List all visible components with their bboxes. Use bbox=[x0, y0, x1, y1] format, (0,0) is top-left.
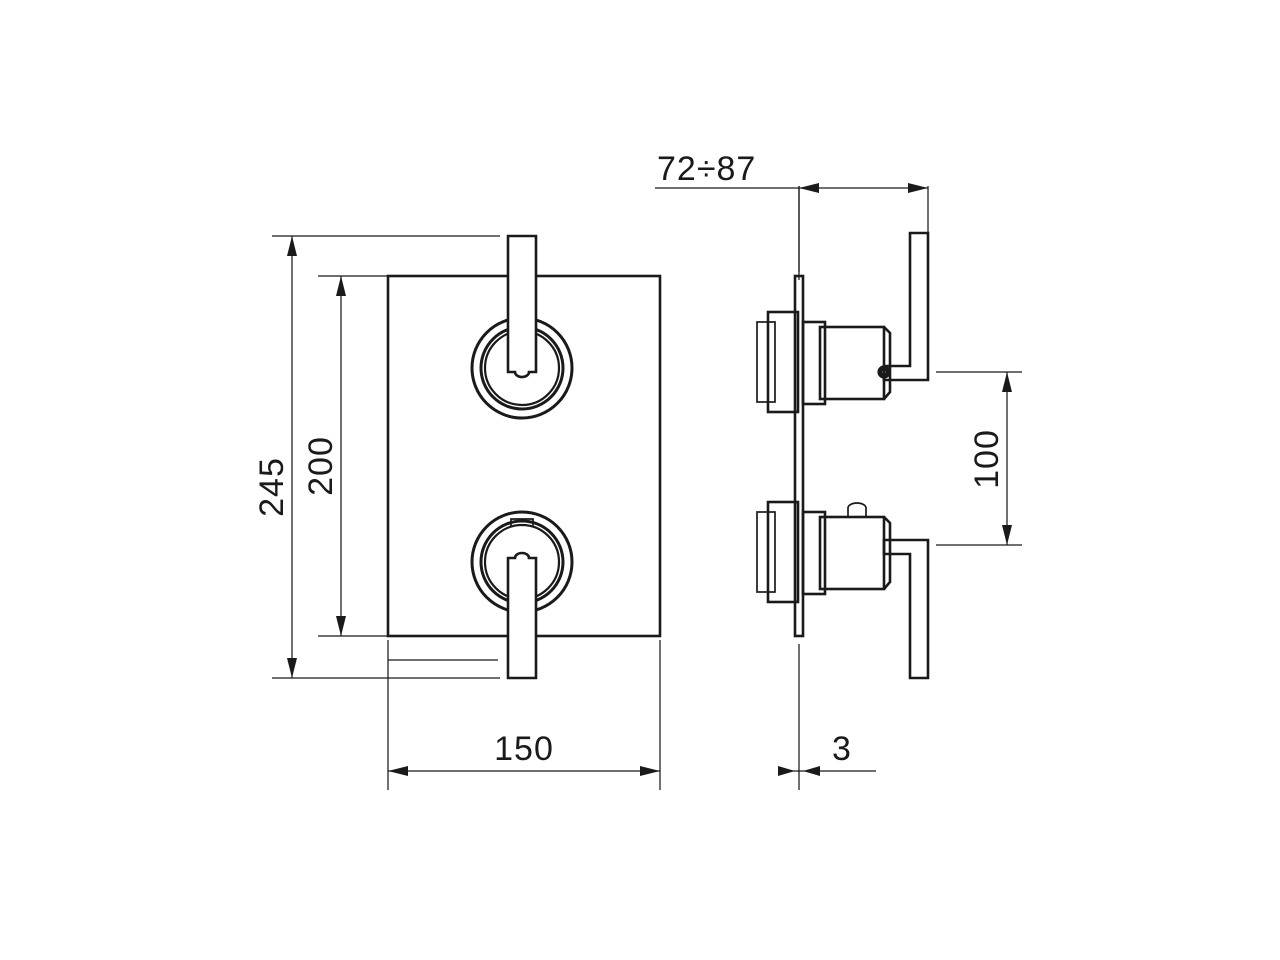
upper-valve-body bbox=[756, 310, 892, 414]
upper-lever-handle-side[interactable] bbox=[882, 231, 930, 382]
side-view: 72÷87 100 3 bbox=[655, 150, 1022, 790]
front-view: 245 200 150 bbox=[253, 234, 662, 790]
dimension-245-label: 245 bbox=[253, 457, 291, 517]
dimension-200: 200 bbox=[302, 275, 400, 637]
lower-lever-handle-side[interactable] bbox=[882, 538, 930, 680]
dimension-100: 100 bbox=[936, 371, 1022, 546]
dimension-72-87-label: 72÷87 bbox=[657, 150, 756, 188]
dimension-3: 3 bbox=[778, 730, 876, 776]
dimension-150-label: 150 bbox=[494, 730, 554, 768]
lower-lever-handle[interactable] bbox=[506, 551, 538, 680]
dimension-150: 150 bbox=[387, 640, 661, 790]
upper-lever-handle[interactable] bbox=[506, 234, 538, 379]
dimension-3-label: 3 bbox=[832, 730, 852, 768]
dimension-200-label: 200 bbox=[302, 436, 340, 496]
dimension-100-label: 100 bbox=[968, 429, 1006, 489]
dimension-72-87: 72÷87 bbox=[655, 150, 929, 280]
dimension-245: 245 bbox=[253, 235, 500, 679]
lower-valve-body bbox=[756, 500, 892, 604]
